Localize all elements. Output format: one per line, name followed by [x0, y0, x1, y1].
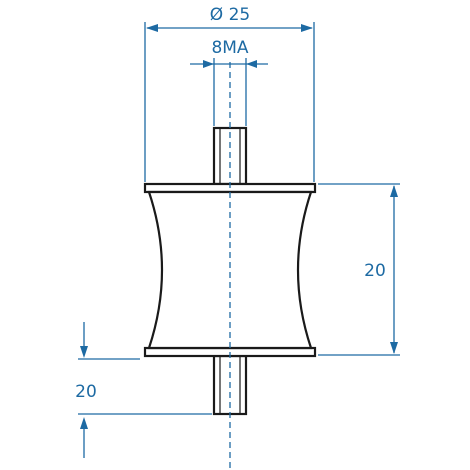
thread-arrow-right — [246, 60, 257, 68]
thread-arrow-left — [203, 60, 214, 68]
diameter-arrow-left — [146, 24, 158, 32]
body-height-arrow-bottom — [390, 342, 398, 354]
diameter-label: Ø 25 — [210, 5, 250, 25]
thread-dimension: 8MA — [190, 38, 268, 126]
rubber-body — [147, 190, 313, 350]
body-height-arrow-top — [390, 185, 398, 197]
thread-label: 8MA — [211, 38, 248, 58]
stud-length-label: 20 — [75, 382, 97, 402]
rubber-mount-part — [143, 126, 317, 416]
stud-length-arrow-bottom — [80, 417, 88, 429]
stud-length-dimension: 20 — [75, 322, 212, 458]
body-height-label: 20 — [364, 261, 386, 281]
diameter-arrow-right — [301, 24, 313, 32]
diameter-dimension: Ø 25 — [144, 5, 315, 182]
stud-length-arrow-top — [80, 346, 88, 358]
body-height-dimension: 20 — [318, 183, 400, 356]
